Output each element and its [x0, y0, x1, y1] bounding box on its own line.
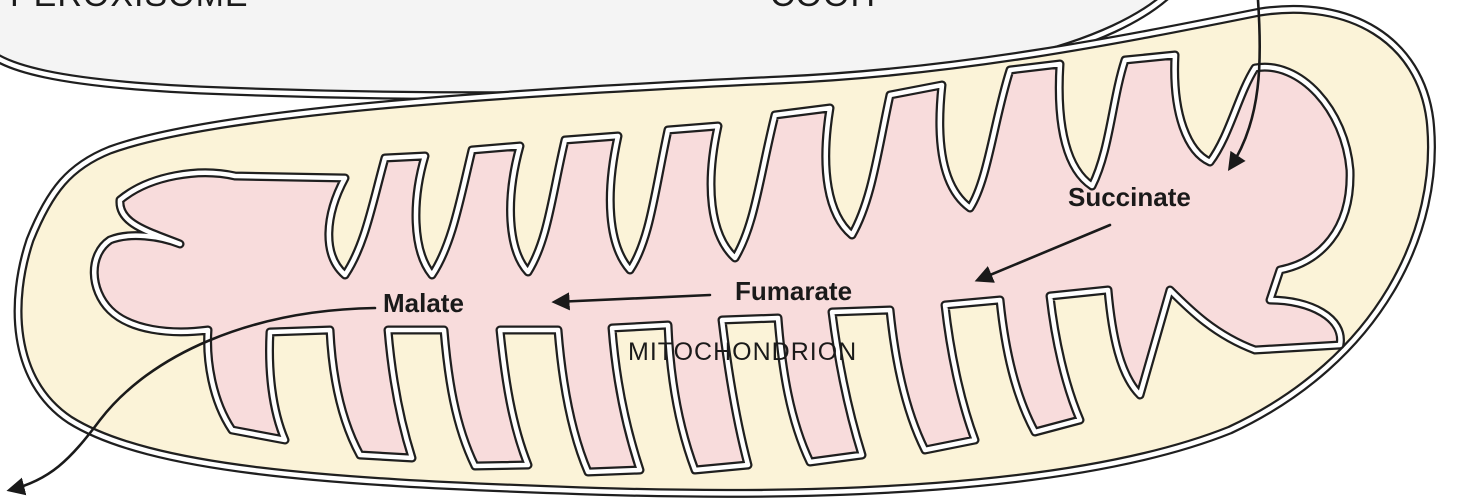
malate-label: Malate — [383, 288, 464, 318]
peroxisome-label: PEROXISOME — [10, 0, 249, 14]
mitochondrion-label: MITOCHONDRION — [628, 338, 857, 366]
fumarate-label: Fumarate — [735, 276, 852, 306]
succinate-label: Succinate — [1068, 182, 1191, 212]
cooh-label: COOH — [770, 0, 876, 14]
